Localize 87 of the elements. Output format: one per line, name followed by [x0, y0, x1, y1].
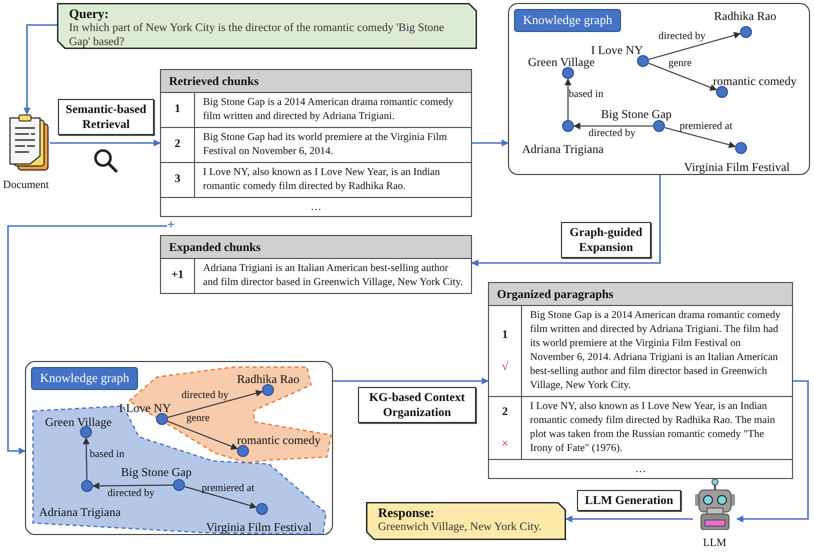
- entity-label: Radhika Rao: [714, 8, 776, 25]
- arrow: [167, 420, 238, 450]
- knowledge-graph-panel: [508, 3, 810, 175]
- callout-text: In which part of New York City is the director of the romantic comedy 'Big Stone Gap' based?: [69, 21, 446, 49]
- arrow: [168, 390, 263, 418]
- chunk-text: I Love NY, also known as I Love New Year, is an Indian romantic comedy film directed by Radhika Rao.: [203, 166, 442, 194]
- arrow: [573, 122, 653, 130]
- edge-label: based in: [568, 89, 604, 101]
- step-label: Semantic-based Retrieval: [58, 99, 154, 135]
- response-box: [366, 502, 566, 540]
- arrow: [82, 437, 90, 480]
- verdict-mark: ×: [502, 434, 508, 452]
- entity-label: Big Stone Gap: [121, 464, 192, 481]
- arrow: [184, 486, 257, 509]
- edge-label: based in: [90, 449, 124, 461]
- entity-label: Radhika Rao: [237, 371, 300, 388]
- entity-label: Virginia Film Festival: [684, 159, 790, 176]
- entity-label: romantic comedy: [237, 432, 321, 449]
- callout-heading: Query:: [69, 6, 110, 21]
- panel-title: Knowledge graph: [514, 9, 622, 32]
- ellipsis-text: …: [310, 200, 322, 214]
- chunk-text: I Love NY, also known as I Love New Year, is an Indian romantic comedy film directed by Radhika Rao. The main plot was taken from the Russian romantic comedy "The Irony of Fate" (1976).: [530, 400, 776, 456]
- chunk-text: Big Stone Gap had its world premiere at the Virginia Film Festival on November 6, 2014.: [203, 131, 448, 159]
- table-header: Organized paragraphs: [489, 283, 792, 306]
- plus-sign: +: [167, 218, 175, 234]
- edge-label: directed by: [658, 31, 706, 43]
- chunk-text: Big Stone Gap is a 2014 American drama romantic comedy film written and directed by Adriana Trigiani.: [203, 96, 454, 124]
- chunk-text: Big Stone Gap is a 2014 American drama romantic comedy film written and directed by Adriana Trigiani. The film had its world premiere at the Virginia Film Festival on November 6, 2014. Adriana Trigiani is an Italian American best-selling author and film director based in Greenwich Village, New York City.: [530, 309, 782, 393]
- row-number: +1: [171, 268, 184, 284]
- entity-node: [735, 142, 747, 154]
- arrow: [50, 140, 161, 146]
- arrow: [648, 62, 718, 91]
- cluster-region: [31, 404, 328, 536]
- edge-label: directed by: [588, 128, 636, 140]
- arrow: [472, 140, 509, 146]
- entity-node: [716, 86, 728, 98]
- callout-heading: Response:: [378, 505, 436, 520]
- entity-label: LLM: [703, 536, 726, 551]
- arrow: [92, 482, 173, 490]
- arrow: [664, 127, 736, 148]
- edge-label: genre: [186, 413, 210, 425]
- chunk-text: Adriana Trigiani is an Italian American best-selling author and film director based in Greenwich Village, New York City.: [203, 262, 463, 290]
- knowledge-graph-panel: [25, 361, 333, 535]
- robot-icon: [693, 478, 737, 530]
- entity-label: Big Stone Gap: [601, 106, 672, 123]
- edge-label: directed by: [182, 390, 228, 402]
- arrow: [7, 225, 167, 454]
- arrow: [471, 175, 661, 266]
- arrow: [648, 32, 741, 60]
- entity-node: [637, 55, 649, 67]
- arrow: [736, 380, 809, 522]
- entity-node: [562, 120, 574, 132]
- edge-label: genre: [668, 58, 692, 70]
- entity-node: [653, 120, 665, 132]
- arrow: [24, 24, 57, 115]
- entity-label: Adriana Trigiana: [39, 504, 121, 521]
- entity-label: Document: [3, 178, 49, 193]
- ellipsis-text: …: [635, 462, 646, 476]
- panel-title: Knowledge graph: [31, 367, 138, 390]
- edge-label: premiered at: [202, 483, 254, 495]
- table-header: Retrieved chunks: [161, 70, 471, 93]
- entity-label: Green Village: [45, 414, 112, 431]
- entity-node: [740, 26, 752, 38]
- arrow: [565, 516, 693, 522]
- edge-label: directed by: [108, 488, 154, 500]
- table-header: Expanded chunks: [161, 236, 471, 259]
- verdict-mark: √: [502, 358, 508, 375]
- chunk-table: [160, 235, 472, 294]
- row-number: 2: [502, 405, 508, 420]
- row-number: 2: [174, 137, 180, 152]
- entity-node: [562, 67, 574, 79]
- query-box: [57, 3, 477, 49]
- row-number: 1: [502, 328, 508, 344]
- row-number: 1: [174, 102, 180, 118]
- callout-text: Greenwich Village, New York City.: [378, 520, 542, 534]
- step-label: Graph-guided Expansion: [561, 222, 651, 258]
- edge-label: premiered at: [680, 121, 732, 133]
- step-label: KG-based Context Organization: [358, 387, 476, 423]
- arrow: [564, 78, 572, 120]
- step-label: LLM Generation: [577, 490, 681, 511]
- chunk-table: [488, 282, 793, 479]
- arrow: [333, 378, 489, 384]
- entity-label: Virginia Film Festival: [206, 519, 312, 536]
- row-number: 3: [174, 172, 180, 188]
- chunk-table: [160, 69, 472, 217]
- entity-label: Adriana Trigiana: [522, 141, 604, 158]
- entity-label: romantic comedy: [713, 73, 797, 90]
